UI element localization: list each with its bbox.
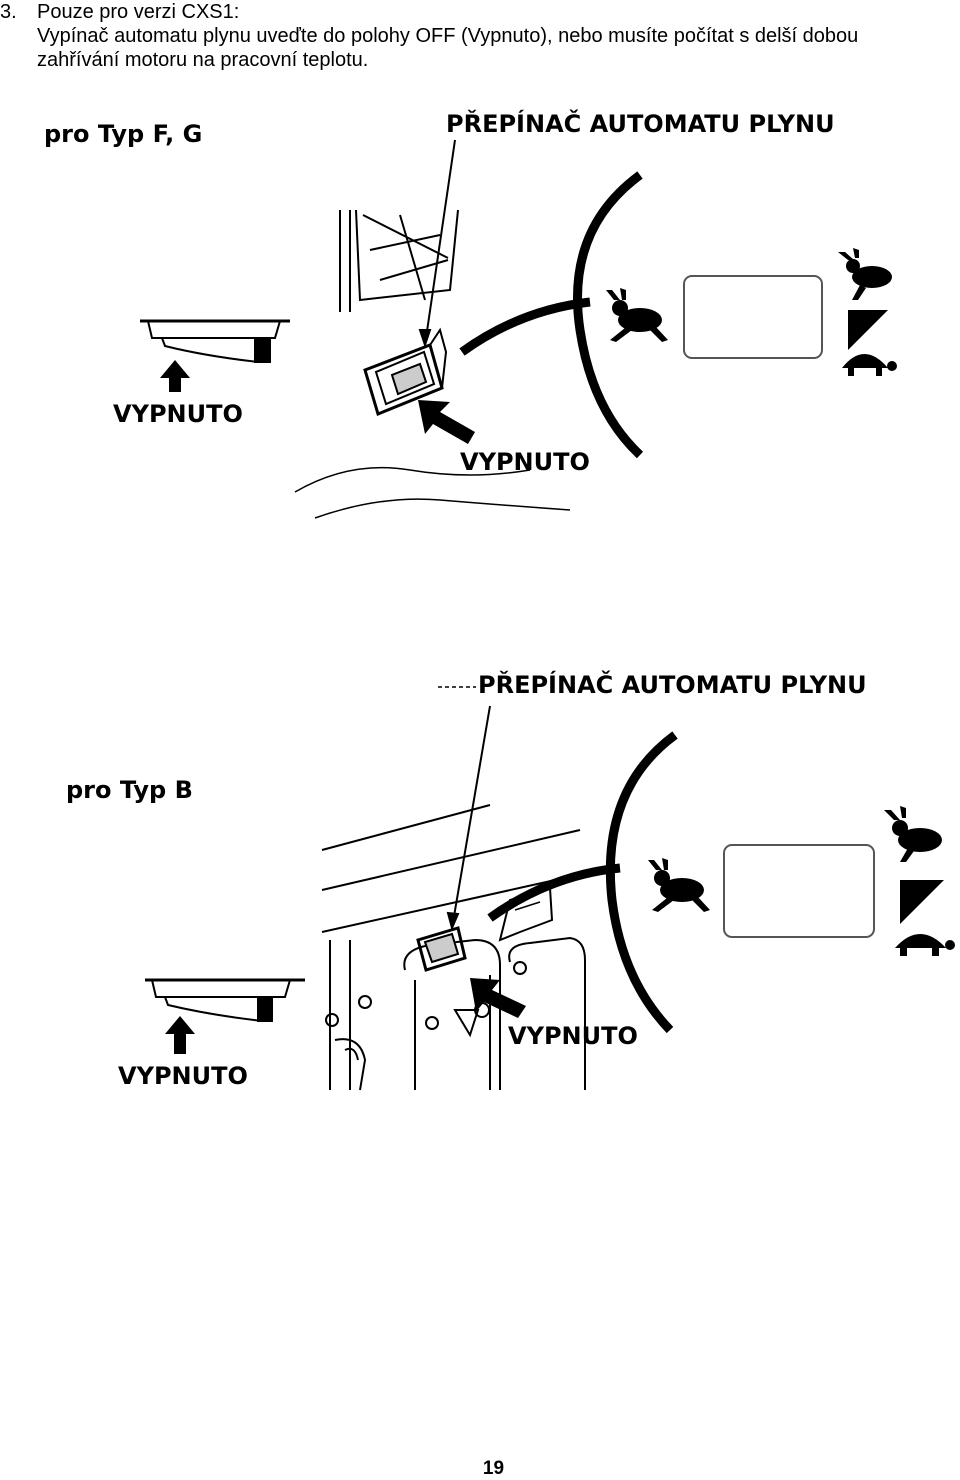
switch-title-b: PŘEPÍNAČ AUTOMATU PLYNU	[478, 671, 867, 699]
figure-fg-drawing	[140, 139, 897, 519]
step-line-2: Vypínač automatu plynu uveďte do polohy …	[37, 25, 859, 47]
control-panel-arc	[573, 171, 644, 459]
off-label-right-b: VYPNUTO	[508, 1022, 638, 1050]
page-number: 19	[482, 1458, 505, 1479]
step-number: 3.	[0, 1, 17, 23]
switch-side-view-b	[145, 978, 305, 1023]
engine-panel-b	[321, 804, 601, 1091]
rocker-switch-b	[416, 926, 467, 972]
figure-b-drawing	[145, 686, 955, 1091]
speed-wedge-icon-b	[900, 880, 944, 924]
speed-wedge-icon	[848, 310, 888, 350]
type-fg-label: pro Typ F, G	[44, 120, 203, 148]
rabbit-icon-small	[838, 248, 892, 300]
throttle-window-b	[723, 844, 875, 938]
off-label-left-b: VYPNUTO	[118, 1062, 248, 1090]
step-line-1: Pouze pro verzi CXS1:	[37, 1, 240, 23]
arrow-up-icon-b	[165, 1016, 195, 1054]
rabbit-icon-b	[648, 858, 710, 912]
step-text: Pouze pro verzi CXS1: Vypínač automatu p…	[37, 0, 937, 72]
arrow-up-icon	[160, 360, 190, 392]
throttle-window	[683, 275, 823, 359]
switch-side-view-fg	[140, 319, 290, 364]
panel-frame-fg	[339, 209, 459, 312]
step-line-3: zahřívání motoru na pracovní teplotu.	[37, 49, 369, 71]
switch-title-fg: PŘEPÍNAČ AUTOMATU PLYNU	[446, 110, 835, 138]
figure-type-fg: pro Typ F, G PŘEPÍNAČ AUTOMATU PLYNU VYP…	[0, 0, 960, 560]
arrow-off-icon-b	[470, 978, 526, 1018]
type-b-label: pro Typ B	[66, 776, 193, 804]
figure-type-b: pro Typ B PŘEPÍNAČ AUTOMATU PLYNU VYPNUT…	[0, 640, 960, 1100]
arrow-off-icon	[418, 400, 475, 444]
rabbit-icon-small-b	[884, 806, 942, 862]
wave-lines-fg	[294, 466, 571, 519]
rabbit-icon	[606, 288, 668, 342]
control-panel-arc-b	[605, 731, 678, 1034]
turtle-icon-b	[895, 934, 955, 956]
turtle-icon	[842, 354, 897, 376]
rocker-switch-fg	[363, 327, 448, 417]
off-label-left-fg: VYPNUTO	[113, 400, 243, 428]
